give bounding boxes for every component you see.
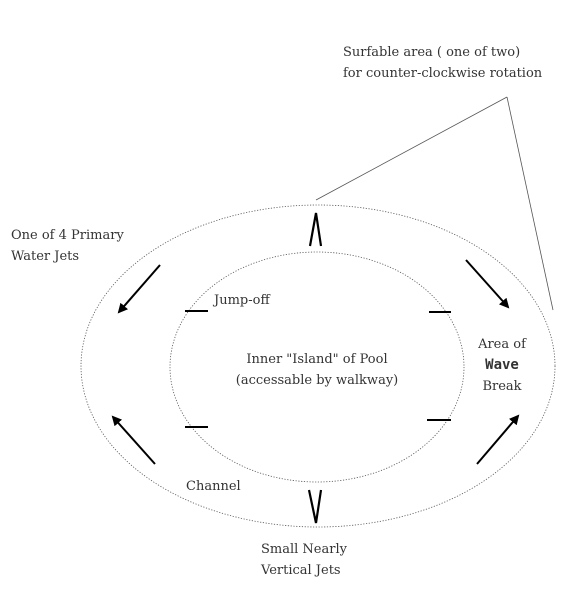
inner-island-ellipse bbox=[169, 251, 465, 483]
vertical-jet-bottom bbox=[307, 489, 323, 524]
callout-line-right bbox=[506, 96, 554, 311]
area-label-line3: Break bbox=[482, 379, 522, 394]
surfable-area-label: Surfable area ( one of two) for counter-… bbox=[343, 42, 542, 84]
outer-pool-ellipse bbox=[80, 204, 556, 528]
island-label-line1: Inner "Island" of Pool bbox=[246, 352, 388, 367]
wave-break-label: Area of Wave Break bbox=[470, 334, 534, 397]
island-label-line2: (accessable by walkway) bbox=[235, 373, 399, 388]
jet-arrow-bottom-right bbox=[476, 414, 520, 465]
jumpoff-label: Jump-off bbox=[214, 293, 270, 308]
jets-label-line1: One of 4 Primary bbox=[11, 228, 124, 243]
vertical-jet-top bbox=[308, 212, 323, 247]
jets-label-line2: Water Jets bbox=[11, 249, 80, 264]
jet-arrow-top-right bbox=[465, 259, 510, 309]
channel-label: Channel bbox=[186, 479, 241, 494]
area-label-line1: Area of bbox=[478, 337, 526, 352]
jet-arrow-top-left bbox=[117, 264, 161, 314]
surfable-label-line1: Surfable area ( one of two) bbox=[343, 45, 521, 60]
small-jets-line2: Vertical Jets bbox=[261, 563, 341, 578]
small-jets-line1: Small Nearly bbox=[261, 542, 347, 557]
jet-arrow-bottom-left bbox=[111, 415, 156, 465]
area-label-line2: Wave bbox=[485, 357, 519, 373]
small-jets-label: Small Nearly Vertical Jets bbox=[261, 539, 347, 581]
surfable-label-line2: for counter-clockwise rotation bbox=[343, 66, 543, 81]
inner-island-label: Inner "Island" of Pool (accessable by wa… bbox=[212, 349, 422, 391]
callout-line-left bbox=[315, 96, 508, 201]
primary-jets-label: One of 4 Primary Water Jets bbox=[11, 225, 124, 267]
